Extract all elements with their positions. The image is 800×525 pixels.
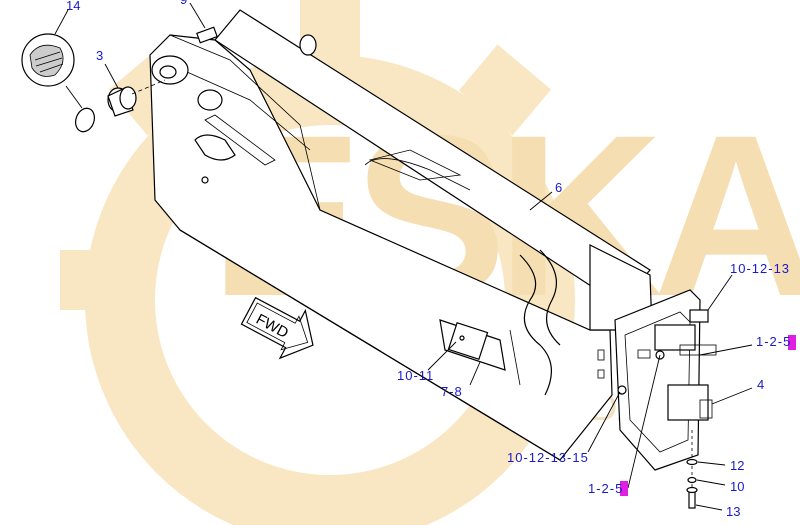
callout-10-12-13-top: 10-12-13	[730, 261, 790, 276]
callout-1-2-5-bottom: 1-2-5	[588, 481, 623, 496]
leader-lines	[54, 2, 753, 511]
callout-10-11: 10-11	[397, 368, 434, 383]
callout-7-8: 7-8	[441, 384, 463, 399]
callout-10-12-13-15: 10-12-13-15	[507, 450, 589, 465]
callout-3: 3	[96, 48, 103, 63]
bushing-parts	[74, 79, 166, 133]
fasteners	[686, 430, 698, 509]
callout-6: 6	[555, 180, 562, 195]
callout-labels: 14 9 3 6 10-12-13 1-2-5 4 10-11 7-8 10-1…	[66, 0, 796, 519]
callout-4: 4	[757, 377, 764, 392]
callout-10: 10	[730, 479, 744, 494]
wear-pad	[439, 319, 521, 386]
callout-1-2-5-right: 1-2-5	[756, 334, 791, 349]
nose-bracket	[597, 289, 717, 471]
detail-balloon-14	[21, 33, 75, 87]
callout-12: 12	[730, 458, 744, 473]
callout-14: 14	[66, 0, 80, 13]
callout-9: 9	[180, 0, 187, 7]
callout-13: 13	[726, 504, 740, 519]
